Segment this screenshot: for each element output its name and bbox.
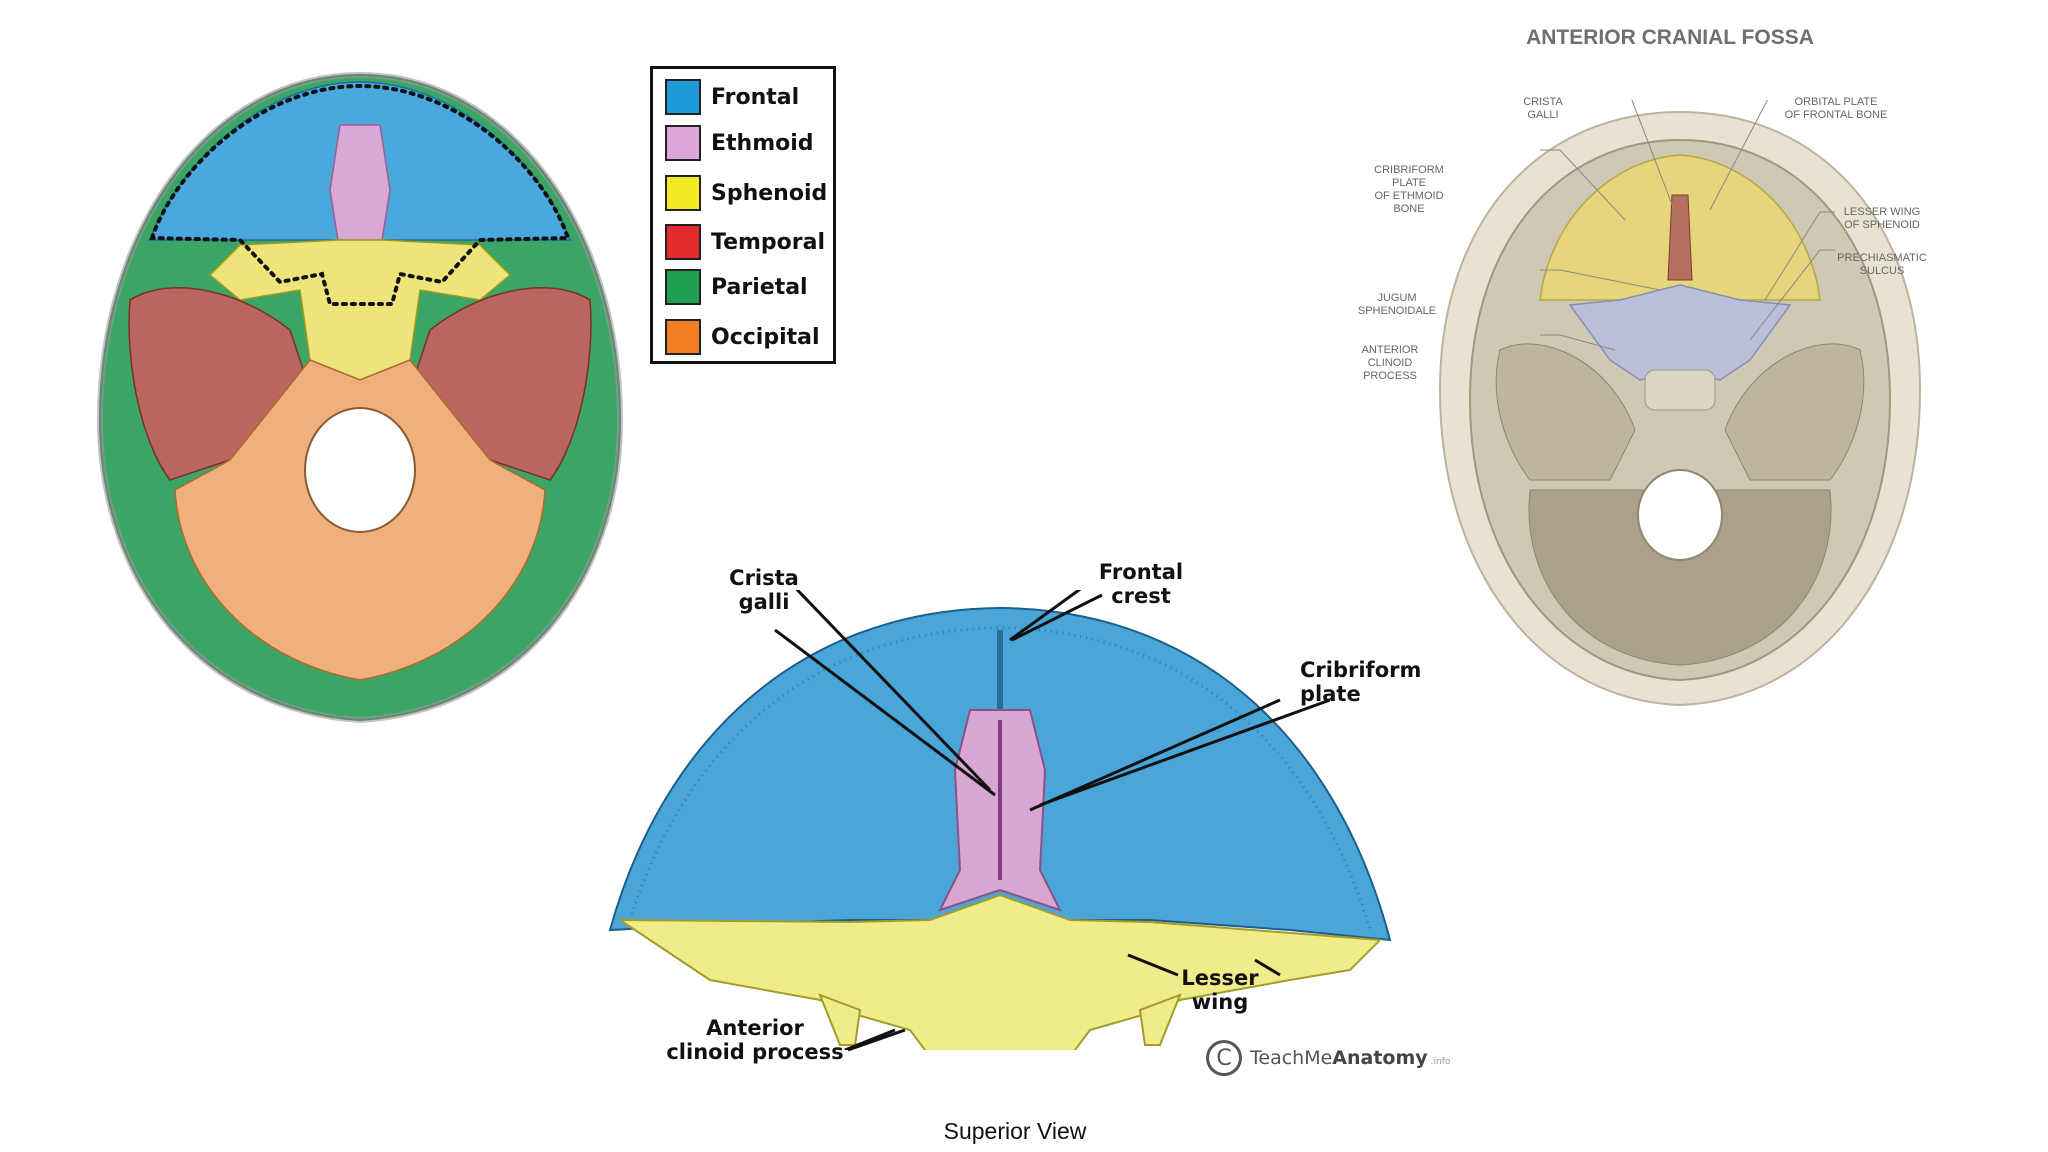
acf-label-line: PLATE bbox=[1391, 177, 1427, 189]
legend-label: Occipital bbox=[711, 324, 820, 350]
label-line: galli bbox=[738, 590, 790, 614]
acf-title: ANTERIOR CRANIAL FOSSA bbox=[1526, 26, 1814, 49]
lesser-wing-leader bbox=[1254, 958, 1281, 977]
acf-label-prechiasmatic-sulcus: PRECHIASMATIC SULCUS bbox=[1832, 252, 1932, 278]
label-crista-galli: Crista galli bbox=[714, 566, 814, 614]
legend-label: Frontal bbox=[711, 84, 800, 110]
figure-caption: Superior View bbox=[943, 1118, 1087, 1144]
legend-item-parietal: Parietal bbox=[665, 267, 808, 307]
acf-label-anterior-clinoid: ANTERIOR CLINOID PROCESS bbox=[1352, 344, 1428, 383]
sphenoid-region bbox=[208, 239, 512, 381]
acf-label-line: JUGUM bbox=[1377, 292, 1417, 304]
acf-label-line: OF SPHENOID bbox=[1844, 219, 1920, 231]
acf-label-line: CRIBRIFORM bbox=[1374, 164, 1444, 176]
acf-label-line: CRISTA bbox=[1523, 96, 1563, 108]
logo-text-a: TeachMe bbox=[1250, 1047, 1333, 1069]
acf-label-line: ORBITAL PLATE bbox=[1794, 96, 1878, 108]
cribriform-leader bbox=[1029, 698, 1281, 812]
acf-label-line: CLINOID bbox=[1367, 357, 1413, 369]
frontal-crest-leader bbox=[1009, 590, 1082, 642]
label-lesser-wing: Lesser wing bbox=[1170, 966, 1270, 1014]
acf-label-line: SULCUS bbox=[1859, 265, 1905, 277]
label-line: crest bbox=[1111, 584, 1171, 608]
acf-label-line: ANTERIOR bbox=[1361, 344, 1419, 356]
anterior-fossa-diagram bbox=[608, 590, 1392, 1050]
logo-text: TeachMeAnatomy.info bbox=[1250, 1047, 1450, 1069]
legend-label: Parietal bbox=[711, 274, 808, 300]
legend-swatch-ethmoid bbox=[665, 125, 701, 161]
legend-item-temporal: Temporal bbox=[665, 222, 825, 262]
legend-swatch-sphenoid bbox=[665, 175, 701, 211]
logo-suffix: .info bbox=[1430, 1057, 1451, 1067]
legend-item-sphenoid: Sphenoid bbox=[665, 173, 827, 213]
teachmeanatomy-logo: C TeachMeAnatomy.info bbox=[1206, 1040, 1450, 1076]
acf-label-line: PROCESS bbox=[1363, 370, 1417, 382]
logo-text-b: Anatomy bbox=[1332, 1047, 1428, 1069]
acf-label-line: LESSER WING bbox=[1843, 206, 1921, 218]
label-anterior-clinoid-process: Anterior clinoid process bbox=[660, 1016, 850, 1064]
crista-galli-leader bbox=[795, 590, 992, 792]
acf-label-line: PRECHIASMATIC bbox=[1837, 252, 1927, 264]
fossa-dotted-outline bbox=[149, 83, 571, 306]
legend-item-frontal: Frontal bbox=[665, 77, 799, 117]
label-line: wing bbox=[1191, 990, 1249, 1014]
label-line: Cribriform bbox=[1300, 658, 1422, 682]
legend-swatch-temporal bbox=[665, 224, 701, 260]
skull-base-colored-diagram bbox=[96, 71, 624, 724]
acf-label-jugum-sphenoidale: JUGUM SPHENOIDALE bbox=[1352, 292, 1442, 318]
acf-label-orbital-plate: ORBITAL PLATE OF FRONTAL BONE bbox=[1776, 96, 1896, 122]
label-line: clinoid process bbox=[666, 1040, 844, 1064]
legend-label: Ethmoid bbox=[711, 130, 814, 156]
acf-label-line: OF ETHMOID bbox=[1374, 190, 1444, 202]
legend-item-occipital: Occipital bbox=[665, 317, 820, 357]
crista-galli-shape bbox=[1667, 194, 1693, 281]
acf-label-line: GALLI bbox=[1527, 109, 1559, 121]
acf-label-cribriform-plate: CRIBRIFORM PLATE OF ETHMOID BONE bbox=[1364, 164, 1454, 216]
acf-label-line: SPHENOIDALE bbox=[1357, 305, 1437, 317]
legend-swatch-occipital bbox=[665, 319, 701, 355]
legend-swatch-parietal bbox=[665, 269, 701, 305]
label-line: Crista bbox=[729, 566, 799, 590]
label-frontal-crest: Frontal crest bbox=[1086, 560, 1196, 608]
acf-label-line: BONE bbox=[1393, 203, 1425, 215]
legend-swatch-frontal bbox=[665, 79, 701, 115]
foramen-magnum bbox=[304, 407, 416, 533]
label-line: Anterior bbox=[706, 1016, 804, 1040]
label-line: plate bbox=[1300, 682, 1361, 706]
anterior-cranial-fossa-illustration bbox=[1438, 100, 1922, 707]
acf-label-lesser-wing: LESSER WING OF SPHENOID bbox=[1832, 206, 1932, 232]
copyright-icon: C bbox=[1206, 1040, 1242, 1076]
legend-label: Sphenoid bbox=[711, 180, 828, 206]
legend-label: Temporal bbox=[711, 229, 826, 255]
foramen-magnum-photo bbox=[1637, 469, 1723, 561]
legend-item-ethmoid: Ethmoid bbox=[665, 123, 814, 163]
label-line: Lesser bbox=[1181, 966, 1259, 990]
label-cribriform-plate: Cribriform plate bbox=[1300, 658, 1450, 706]
color-legend: Frontal Ethmoid Sphenoid Temporal Pariet… bbox=[650, 66, 836, 364]
anterior-clinoid-process-right bbox=[1138, 993, 1182, 1046]
label-line: Frontal bbox=[1098, 560, 1184, 584]
acf-label-line: OF FRONTAL BONE bbox=[1784, 109, 1888, 121]
acf-label-crista-galli: CRISTA GALLI bbox=[1508, 96, 1578, 122]
